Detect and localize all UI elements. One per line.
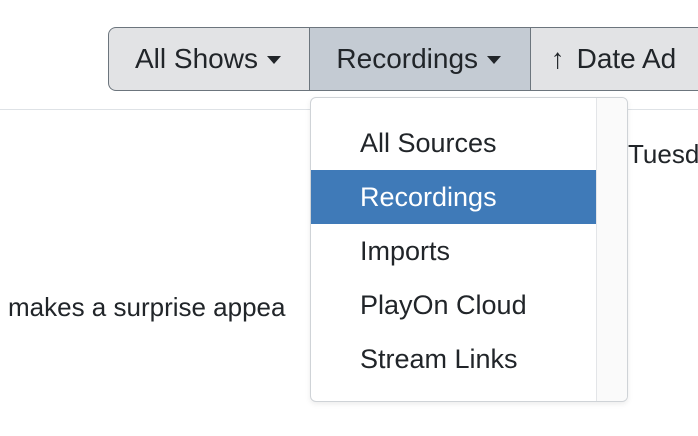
dropdown-item-imports[interactable]: Imports xyxy=(360,235,451,266)
filter-toolbar: All Shows Recordings ↑ Date Ad xyxy=(108,27,698,93)
all-shows-dropdown-button[interactable]: All Shows xyxy=(108,27,310,91)
episode-description-text: makes a surprise appea xyxy=(8,292,286,322)
sort-arrow-up-icon: ↑ xyxy=(550,43,565,74)
episode-day-text: Tuesd xyxy=(628,139,698,169)
dropdown-scrollbar[interactable] xyxy=(596,98,627,401)
date-added-label: Date Ad xyxy=(576,43,677,74)
dropdown-item-all-sources[interactable]: All Sources xyxy=(360,127,497,158)
recordings-dropdown-button[interactable]: Recordings xyxy=(309,27,530,91)
dropdown-item-recordings[interactable]: Recordings xyxy=(311,170,598,224)
dropdown-list: All Sources Recordings Imports PlayOn Cl… xyxy=(311,116,598,386)
caret-down-icon xyxy=(266,56,281,64)
dropdown-item-stream-links[interactable]: Stream Links xyxy=(360,343,518,374)
recordings-label: Recordings xyxy=(336,43,479,74)
dropdown-item-playon-cloud[interactable]: PlayOn Cloud xyxy=(360,289,527,320)
all-shows-label: All Shows xyxy=(135,43,258,74)
recordings-dropdown-menu: All Sources Recordings Imports PlayOn Cl… xyxy=(310,97,628,402)
caret-down-icon xyxy=(487,56,502,64)
sort-date-added-button[interactable]: ↑ Date Ad xyxy=(529,27,698,91)
